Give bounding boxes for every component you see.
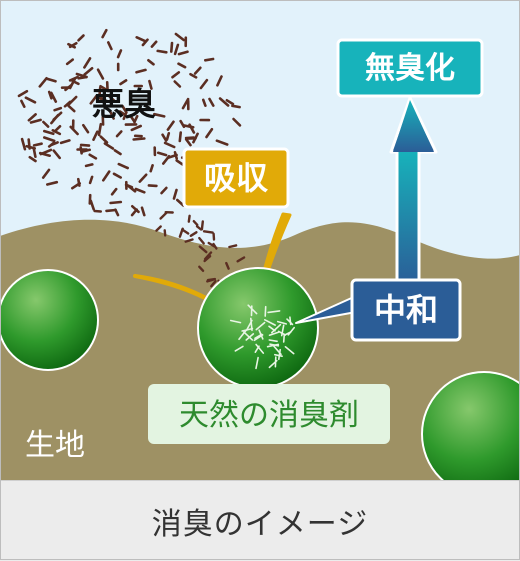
odor-label: 悪臭 [92, 85, 156, 123]
particle [99, 124, 101, 135]
particle [107, 210, 116, 211]
particle [202, 222, 203, 230]
particle [232, 106, 239, 107]
particle [86, 164, 92, 166]
caption-bar: 消臭のイメージ [0, 480, 520, 561]
caption-text: 消臭のイメージ [152, 499, 368, 543]
agent-label: 天然の消臭剤 [179, 398, 359, 433]
particle [205, 59, 213, 60]
particle [167, 133, 169, 139]
particle [189, 216, 190, 222]
particle [134, 139, 145, 140]
particle [186, 138, 194, 139]
particle [34, 144, 42, 146]
particle [151, 165, 153, 171]
absorb-label: 吸収 [204, 159, 268, 197]
neutralize-label: 中和 [374, 291, 438, 329]
particle [204, 231, 213, 232]
particle [95, 211, 101, 212]
particle [284, 334, 285, 342]
particle [207, 280, 213, 282]
particle [265, 307, 266, 316]
particle [165, 230, 166, 235]
sphere-left [0, 270, 98, 370]
particle [34, 149, 36, 157]
particle [171, 43, 172, 52]
fabric-label: 生地 [25, 428, 85, 463]
particle [111, 202, 121, 203]
particle [229, 245, 236, 247]
particle [180, 133, 181, 141]
particle [81, 145, 89, 146]
particle [158, 51, 167, 52]
deodorized-label: 無臭化 [365, 51, 455, 86]
particle [149, 185, 157, 186]
diagram-canvas: 無臭化 悪臭 吸収 中和 天然の消臭剤 生地 [0, 0, 520, 480]
